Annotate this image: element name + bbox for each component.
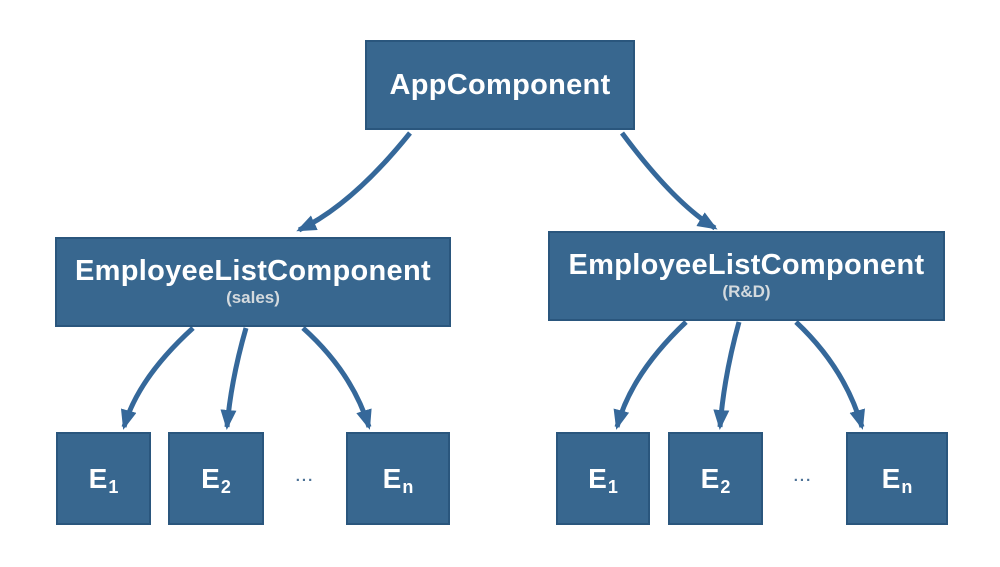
node-rnd-e2-label: E2	[700, 462, 731, 497]
node-rnd-e1-label: E1	[588, 462, 618, 497]
arrow-sales-to-e1	[120, 326, 195, 430]
node-sales-en: En	[346, 432, 450, 525]
node-employee-list-rnd-label: EmployeeListComponent	[568, 248, 925, 281]
node-sales-e2-label: E2	[201, 462, 231, 497]
arrow-sales-to-e2	[220, 327, 249, 430]
node-rnd-e1: E1	[556, 432, 650, 525]
node-sales-e1: E1	[56, 432, 151, 525]
node-sales-e2: E2	[168, 432, 264, 525]
arrow-root-to-rnd	[619, 131, 718, 231]
node-sales-e1-label: E1	[88, 462, 119, 497]
node-app-component: AppComponent	[365, 40, 635, 130]
node-rnd-en-label: En	[881, 462, 913, 497]
node-employee-list-sales-sublabel: (sales)	[226, 288, 280, 308]
node-employee-list-rnd: EmployeeListComponent (R&D)	[548, 231, 945, 321]
arrow-rnd-to-e2	[713, 321, 742, 430]
rnd-ellipsis: ...	[793, 468, 813, 485]
arrow-rnd-to-e1	[613, 320, 688, 430]
arrow-root-to-sales	[296, 131, 412, 233]
arrow-sales-to-en	[301, 326, 372, 430]
node-rnd-en: En	[846, 432, 948, 525]
sales-ellipsis: ...	[295, 468, 315, 485]
node-rnd-e2: E2	[668, 432, 763, 525]
node-employee-list-sales: EmployeeListComponent (sales)	[55, 237, 451, 327]
node-employee-list-sales-label: EmployeeListComponent	[75, 254, 431, 287]
node-sales-en-label: En	[382, 462, 414, 497]
node-app-component-label: AppComponent	[389, 68, 611, 101]
node-employee-list-rnd-sublabel: (R&D)	[722, 282, 771, 302]
arrow-rnd-to-en	[794, 320, 865, 430]
